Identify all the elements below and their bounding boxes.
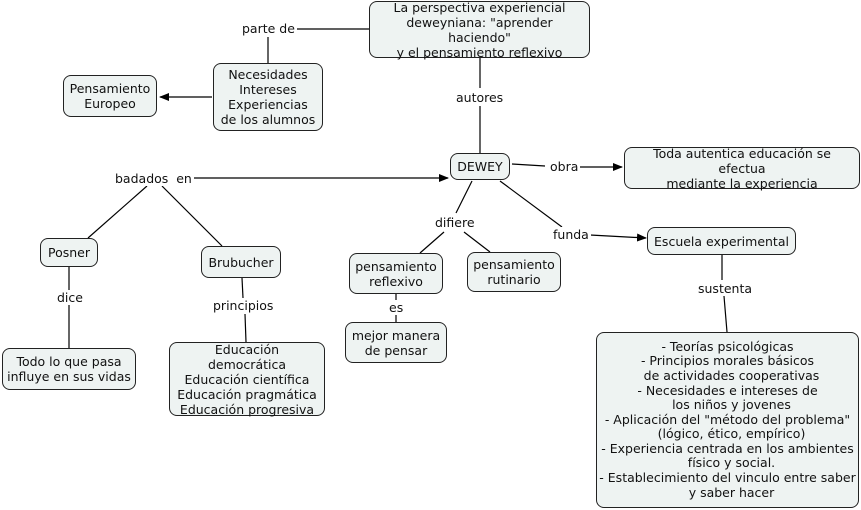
link-label-autores: autores <box>454 90 506 105</box>
todo-lo-que-pasa-node[interactable]: Todo lo que pasa influye en sus vidas <box>2 348 136 390</box>
edge-difiere-reflexivo <box>419 231 445 254</box>
edge-dewey-funda <box>499 180 563 228</box>
edge-badados-posner <box>87 185 148 239</box>
pensamiento-europeo-node[interactable]: Pensamiento Europeo <box>63 75 157 117</box>
link-label-difiere: difiere <box>433 215 477 230</box>
necesidades-node[interactable]: Necesidades Intereses Experiencias de lo… <box>213 63 323 131</box>
link-label-funda: funda <box>551 227 591 242</box>
pensamiento-rutinario-node[interactable]: pensamiento rutinario <box>467 252 561 292</box>
link-label-parte-de: parte de <box>240 21 297 36</box>
edge-badados-brubucher <box>161 185 223 247</box>
link-label-badados-en: badados en <box>113 171 194 186</box>
brubucher-node[interactable]: Brubucher <box>201 246 281 278</box>
link-label-dice: dice <box>55 290 85 305</box>
sustenta-lista-node[interactable]: - Teorías psicológicas - Principios mora… <box>596 332 859 508</box>
link-label-principios: principios <box>211 298 276 313</box>
edge-dewey-difiere <box>455 180 473 214</box>
posner-node[interactable]: Posner <box>40 238 98 267</box>
edge-funda-escuela <box>589 233 647 242</box>
escuela-experimental-node[interactable]: Escuela experimental <box>647 227 796 255</box>
educacion-experiencia-node[interactable]: Toda autentica educación se efectua medi… <box>624 146 860 191</box>
educacion-tipos-node[interactable]: Educación democrática Educación científi… <box>169 342 325 417</box>
edge-difiere-rutinario <box>463 231 491 253</box>
dewey-node[interactable]: DEWEY <box>450 153 510 180</box>
edge-sustenta-lista <box>723 295 728 333</box>
edge-dewey-obra <box>511 163 546 167</box>
link-label-es: es <box>387 300 406 315</box>
pensamiento-reflexivo-node[interactable]: pensamiento reflexivo <box>349 253 443 294</box>
link-label-obra: obra <box>548 159 581 174</box>
edge-brubucher-principios <box>241 277 244 299</box>
edge-principios-educacion <box>244 313 247 343</box>
link-label-sustenta: sustenta <box>696 281 755 296</box>
mejor-manera-node[interactable]: mejor manera de pensar <box>345 322 447 363</box>
title-node[interactable]: La perspectiva experiencial deweyniana: … <box>369 0 590 60</box>
